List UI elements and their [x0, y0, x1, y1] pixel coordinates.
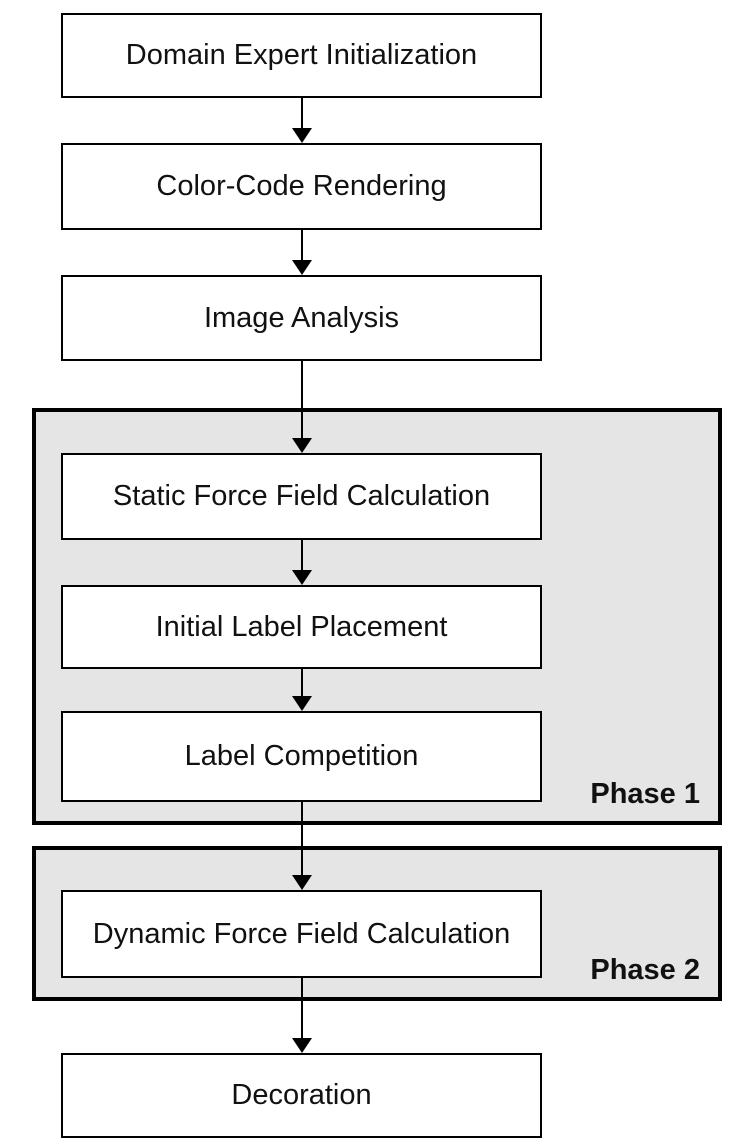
node-initial-label-placement: Initial Label Placement [61, 585, 542, 669]
node-image-analysis: Image Analysis [61, 275, 542, 361]
arrow-down-icon [291, 260, 312, 275]
flow-line-5 [300, 668, 303, 699]
node-label: Domain Expert Initialization [125, 39, 478, 71]
arrow-down-icon [291, 570, 312, 585]
flow-line-6 [300, 801, 303, 878]
node-static-force-field-calculation: Static Force Field Calculation [61, 453, 542, 540]
node-label: Static Force Field Calculation [112, 480, 491, 512]
flow-line-4 [300, 539, 303, 573]
node-label-competition: Label Competition [61, 711, 542, 802]
node-decoration: Decoration [61, 1053, 542, 1138]
flow-line-3 [300, 360, 303, 441]
node-dynamic-force-field-calculation: Dynamic Force Field Calculation [61, 890, 542, 978]
flow-line-7 [300, 977, 303, 1041]
node-color-code-rendering: Color-Code Rendering [61, 143, 542, 230]
node-label: Image Analysis [203, 301, 400, 334]
node-label: Dynamic Force Field Calculation [92, 917, 511, 950]
arrow-down-icon [291, 696, 312, 711]
node-label: Label Competition [184, 740, 419, 772]
arrow-down-icon [291, 1038, 312, 1053]
node-domain-expert-initialization: Domain Expert Initialization [61, 13, 542, 98]
node-label: Color-Code Rendering [156, 170, 447, 202]
arrow-down-icon [291, 438, 312, 453]
node-label: Decoration [231, 1079, 372, 1111]
group-phase-1-label: Phase 1 [590, 778, 700, 810]
node-label: Initial Label Placement [155, 610, 448, 643]
group-phase-2-label: Phase 2 [590, 954, 700, 986]
flow-line-1 [300, 98, 303, 131]
arrow-down-icon [291, 128, 312, 143]
flow-line-2 [300, 229, 303, 263]
arrow-down-icon [291, 875, 312, 890]
